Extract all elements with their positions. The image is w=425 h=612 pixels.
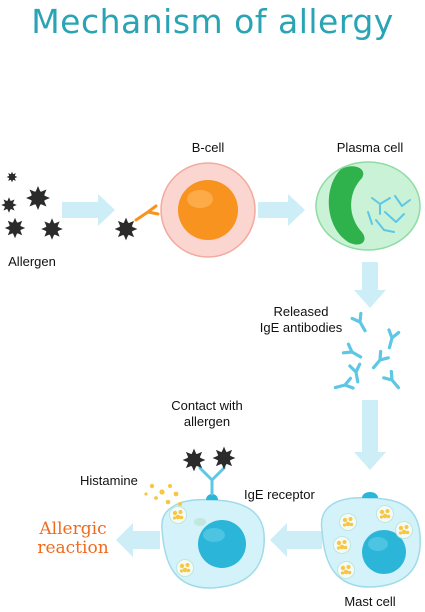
allergen-particles bbox=[1, 171, 63, 240]
allergic-reaction-line2: reaction bbox=[37, 538, 109, 558]
arrow-mastcell-to-activated bbox=[270, 523, 322, 557]
arrow-to-allergic-reaction bbox=[116, 523, 160, 557]
arrow-plasma-down bbox=[354, 262, 386, 308]
allergen-icon bbox=[41, 218, 63, 240]
ige-antibody-icon bbox=[341, 342, 365, 363]
contact-label-line2: allergen bbox=[183, 414, 231, 429]
allergen-icon bbox=[1, 197, 17, 213]
ige-antibody-icon bbox=[368, 349, 390, 373]
b-cell-icon bbox=[160, 162, 256, 258]
allergen-icon bbox=[26, 186, 50, 210]
arrow-bcell-to-plasma bbox=[258, 194, 305, 226]
allergen-icon bbox=[182, 448, 206, 472]
ige-receptor-icon bbox=[206, 494, 218, 500]
allergic-reaction-label: Allergic reaction bbox=[30, 520, 116, 558]
mast-cell-label: Mast cell bbox=[344, 594, 396, 609]
plasma-cell-label: Plasma cell bbox=[336, 140, 404, 155]
allergen-icon bbox=[212, 446, 236, 470]
b-cell-label: B-cell bbox=[191, 140, 225, 155]
allergen-icon bbox=[4, 217, 26, 239]
allergic-reaction-line1: Allergic bbox=[39, 519, 107, 539]
ige-antibody-icon bbox=[332, 376, 355, 395]
ige-antibody-icon bbox=[348, 362, 365, 385]
bound-allergen-icon bbox=[114, 204, 160, 241]
allergen-label: Allergen bbox=[8, 254, 56, 269]
released-label-line2: IgE antibodies bbox=[259, 320, 343, 335]
histamine-label: Histamine bbox=[80, 473, 138, 488]
contact-label-line1: Contact with bbox=[171, 398, 243, 413]
ige-antibody-icon bbox=[382, 328, 401, 351]
released-label-line1: Released bbox=[273, 304, 329, 319]
page-title: Mechanism of allergy bbox=[31, 2, 394, 41]
arrow-antibodies-down bbox=[354, 400, 386, 470]
arrow-allergen-to-bcell bbox=[62, 194, 115, 226]
ige-receptor-label: IgE receptor bbox=[244, 487, 315, 502]
plasma-cell-icon bbox=[315, 161, 421, 251]
mast-cell-icon bbox=[320, 492, 421, 588]
allergen-icon bbox=[6, 171, 18, 183]
activated-mast-cell-icon bbox=[161, 446, 265, 589]
released-label: Released IgE antibodies bbox=[246, 304, 356, 336]
contact-label: Contact with allergen bbox=[162, 398, 252, 430]
histamine-granules bbox=[144, 483, 182, 506]
ige-antibody-icon bbox=[382, 369, 404, 393]
